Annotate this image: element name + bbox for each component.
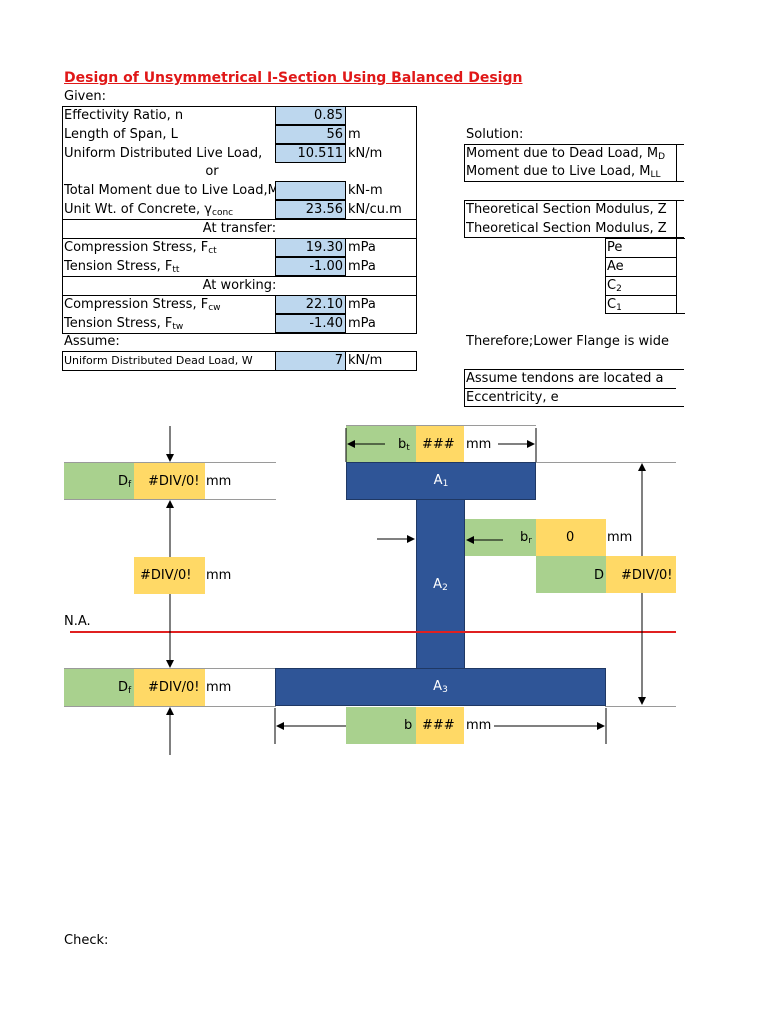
- web-a2: A2: [416, 499, 465, 669]
- d-value: #DIV/0!: [621, 568, 673, 583]
- span-unit: m: [348, 127, 361, 142]
- tendons-label: Assume tendons are located a: [466, 371, 664, 386]
- effectivity-value[interactable]: 0.85: [275, 106, 346, 125]
- working-compression-unit: mPa: [348, 297, 376, 312]
- mid-height-unit: mm: [206, 568, 232, 583]
- given-label: Given:: [64, 89, 106, 104]
- live-load-label: Uniform Distributed Live Load,: [64, 146, 263, 161]
- therefore-label: Therefore;Lower Flange is wide: [466, 334, 669, 349]
- effectivity-label: Effectivity Ratio, n: [64, 108, 184, 123]
- df-bottom-unit: mm: [206, 680, 232, 695]
- c1-label: C1: [607, 297, 622, 313]
- live-load-unit: kN/m: [348, 146, 383, 161]
- total-moment-unit: kN-m: [348, 183, 383, 198]
- working-compression-value[interactable]: 22.10: [275, 295, 346, 314]
- bt-value: ###: [422, 437, 455, 452]
- solution-label: Solution:: [466, 127, 524, 142]
- df-top-label: Df: [118, 474, 132, 490]
- br-unit: mm: [607, 530, 633, 545]
- sheet-title: Design of Unsymmetrical I-Section Using …: [64, 70, 523, 86]
- solution-modulus-box: [464, 200, 684, 238]
- bottom-flange-a3: A3: [275, 668, 606, 706]
- bt-unit: mm: [466, 437, 492, 452]
- unit-wt-unit: kN/cu.m: [348, 202, 402, 217]
- eccentricity-label: Eccentricity, e: [466, 390, 559, 405]
- moment-live-label: Moment due to Live Load, MLL: [466, 164, 661, 180]
- bt-label: bt: [398, 437, 410, 453]
- mid-height-value: #DIV/0!: [140, 568, 192, 583]
- br-value: 0: [566, 530, 575, 545]
- transfer-tension-label: Tension Stress, Ftt: [64, 259, 180, 275]
- bb-unit: mm: [466, 718, 492, 733]
- at-working-table: [62, 295, 417, 334]
- at-transfer-label: At transfer:: [202, 221, 277, 236]
- assume-label: Assume:: [64, 334, 120, 349]
- modulus-2-label: Theoretical Section Modulus, Z: [466, 221, 667, 236]
- d-label: D: [594, 568, 605, 583]
- total-moment-value[interactable]: [275, 181, 346, 200]
- df-top-unit: mm: [206, 474, 232, 489]
- at-working-label: At working:: [202, 278, 277, 293]
- working-tension-label: Tension Stress, Ftw: [64, 316, 184, 332]
- span-label: Length of Span, L: [64, 127, 178, 142]
- unit-wt-value[interactable]: 23.56: [275, 200, 346, 219]
- modulus-1-label: Theoretical Section Modulus, Z: [466, 202, 667, 217]
- unit-wt-label: Unit Wt. of Concrete, γconc: [64, 202, 234, 218]
- transfer-compression-value[interactable]: 19.30: [275, 238, 346, 257]
- pe-label: Pe: [607, 240, 623, 255]
- live-load-value[interactable]: 10.511: [275, 144, 346, 163]
- moment-dead-label: Moment due to Dead Load, MD: [466, 146, 666, 162]
- assume-table: [62, 351, 417, 371]
- dead-load-label: Uniform Distributed Dead Load, W: [64, 354, 253, 367]
- solution-moment-box: [464, 144, 684, 182]
- working-tension-value[interactable]: -1.40: [275, 314, 346, 333]
- check-label: Check:: [64, 933, 109, 948]
- df-top-value: #DIV/0!: [148, 474, 200, 489]
- df-bottom-value: #DIV/0!: [148, 680, 200, 695]
- br-label: br: [520, 530, 532, 546]
- neutral-axis-label: N.A.: [64, 614, 91, 629]
- c2-label: C2: [607, 278, 622, 294]
- transfer-tension-unit: mPa: [348, 259, 376, 274]
- or-label: or: [205, 164, 219, 179]
- transfer-tension-value[interactable]: -1.00: [275, 257, 346, 276]
- working-tension-unit: mPa: [348, 316, 376, 331]
- df-bottom-label: Df: [118, 680, 132, 696]
- dead-load-unit: kN/m: [348, 353, 383, 368]
- ae-label: Ae: [607, 259, 624, 274]
- dead-load-value[interactable]: 7: [275, 351, 346, 371]
- bb-value: ###: [422, 718, 455, 733]
- bb-label: b: [404, 718, 413, 733]
- transfer-compression-unit: mPa: [348, 240, 376, 255]
- transfer-compression-label: Compression Stress, Fct: [64, 240, 217, 256]
- span-value[interactable]: 56: [275, 125, 346, 144]
- working-compression-label: Compression Stress, Fcw: [64, 297, 221, 313]
